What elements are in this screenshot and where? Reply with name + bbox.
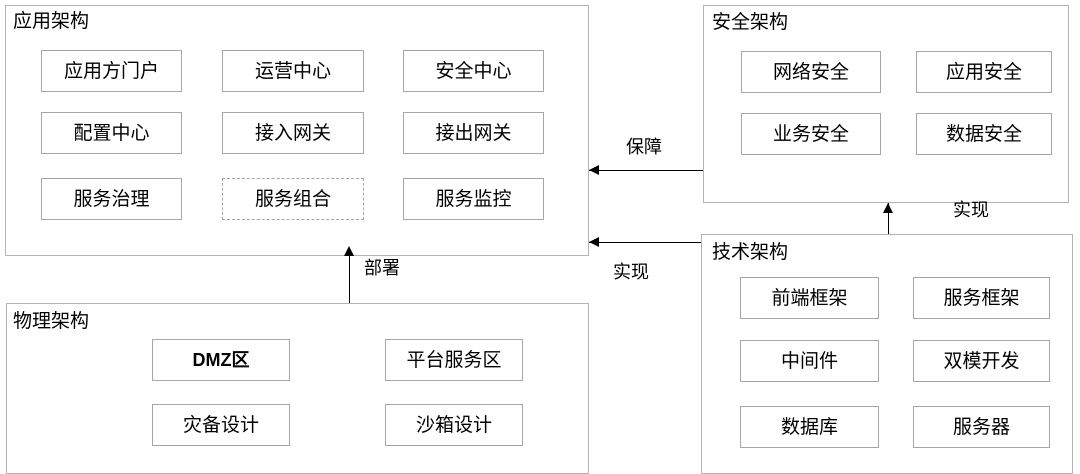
node-disaster-recovery-design[interactable]: 灾备设计 [152,404,290,446]
node-service-monitoring[interactable]: 服务监控 [403,178,544,220]
node-security-center[interactable]: 安全中心 [403,50,544,92]
node-sandbox-design[interactable]: 沙箱设计 [385,404,523,446]
node-bimodal-development[interactable]: 双模开发 [913,340,1050,382]
node-dmz-zone[interactable]: DMZ区 [152,339,290,381]
panel-title-security-architecture: 安全架构 [712,12,789,33]
edge-line-security-to-application [589,170,703,171]
node-application-security[interactable]: 应用安全 [916,51,1052,93]
edge-line-technical-to-application [589,242,701,243]
node-service-composition[interactable]: 服务组合 [222,178,364,220]
panel-title-application-architecture: 应用架构 [13,11,90,32]
edge-label-bushu: 部署 [364,258,400,278]
node-server[interactable]: 服务器 [913,406,1050,448]
edge-arrow-security-to-application [589,165,599,175]
panel-title-physical-architecture: 物理架构 [13,311,90,332]
node-business-security[interactable]: 业务安全 [741,113,881,155]
node-service-framework[interactable]: 服务框架 [913,277,1050,319]
node-service-governance[interactable]: 服务治理 [41,178,182,220]
edge-arrow-physical-to-application [344,246,354,256]
panel-security-architecture [703,5,1069,203]
edge-line-technical-to-security [888,203,889,234]
node-config-center[interactable]: 配置中心 [41,112,182,154]
edge-arrow-technical-to-security [883,203,893,213]
node-ingress-gateway[interactable]: 接入网关 [222,112,364,154]
panel-title-technical-architecture: 技术架构 [712,242,789,263]
node-app-portal[interactable]: 应用方门户 [41,50,182,92]
edge-label-shixian-technical-application: 实现 [613,262,649,282]
node-frontend-framework[interactable]: 前端框架 [740,277,879,319]
edge-label-shixian-technical-security: 实现 [953,200,989,220]
edge-arrow-technical-to-application [589,237,599,247]
edge-label-baozhang: 保障 [626,137,662,157]
node-database[interactable]: 数据库 [740,406,879,448]
edge-line-physical-to-application [349,256,350,303]
node-egress-gateway[interactable]: 接出网关 [403,112,544,154]
node-middleware[interactable]: 中间件 [740,340,879,382]
node-operation-center[interactable]: 运营中心 [222,50,364,92]
node-platform-service-zone[interactable]: 平台服务区 [385,339,523,381]
node-network-security[interactable]: 网络安全 [741,51,881,93]
node-data-security[interactable]: 数据安全 [916,113,1052,155]
panel-physical-architecture [6,303,589,474]
